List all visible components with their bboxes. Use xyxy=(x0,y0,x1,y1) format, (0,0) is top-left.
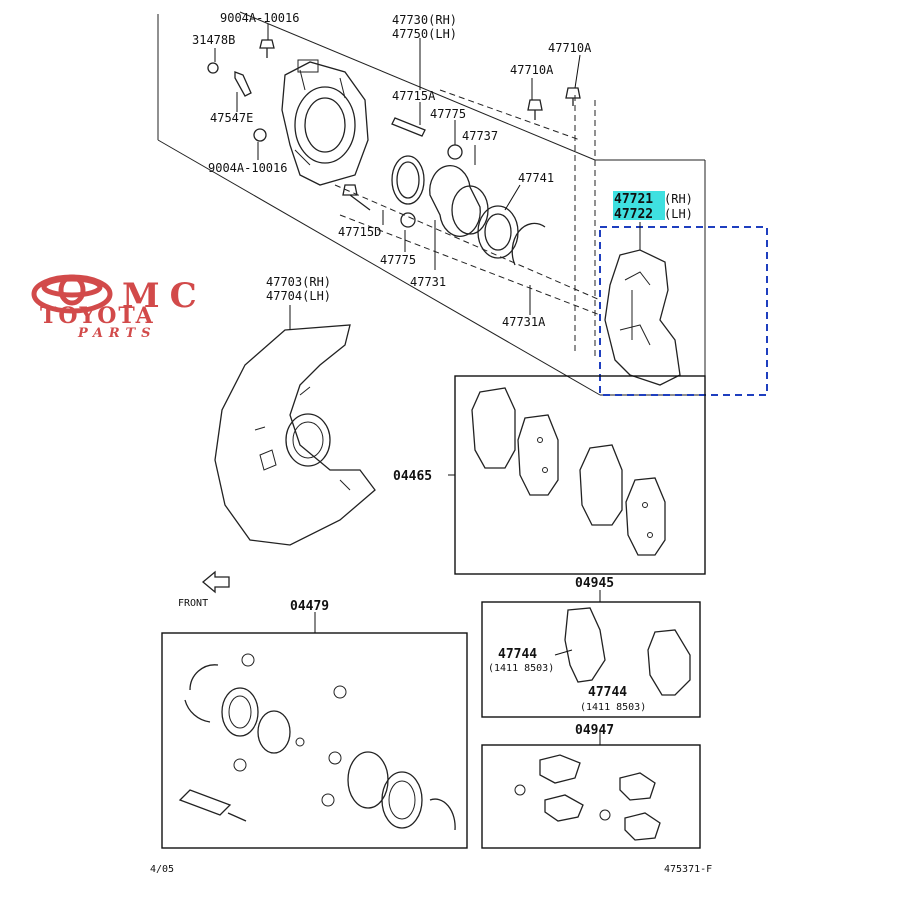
anti-squeal-shims-drawing xyxy=(564,607,691,696)
clip-kit-box xyxy=(481,744,701,849)
pad-clips-drawing xyxy=(514,754,661,841)
leader-lines xyxy=(214,24,641,745)
logo-brand-text: TOYOTA xyxy=(40,303,155,329)
label-47775-top: 47775 xyxy=(430,107,466,121)
label-date: 4/05 xyxy=(150,864,174,875)
label-47721-rh: (RH) xyxy=(664,192,693,206)
label-figure-number: 475371-F xyxy=(664,864,712,875)
label-04945: 04945 xyxy=(575,576,614,591)
label-47744-1-sub: (1411 8503) xyxy=(488,663,554,674)
caliper-body-drawing xyxy=(281,59,369,186)
label-47704-lh: 47704(LH) xyxy=(266,289,331,303)
piston-and-seals-drawing xyxy=(391,155,546,266)
label-04465: 04465 xyxy=(393,469,432,484)
brake-pads-drawing xyxy=(471,387,666,556)
shim-kit-box xyxy=(481,601,701,718)
label-47737: 47737 xyxy=(462,129,498,143)
caliper-bracket-drawing xyxy=(604,249,681,386)
label-47721: 47721 xyxy=(614,192,653,207)
part-labels: 9004A-10016 31478B 47547E 9004A-10016 47… xyxy=(150,11,712,875)
label-31478b: 31478B xyxy=(192,33,235,47)
label-04479: 04479 xyxy=(290,599,329,614)
label-front: FRONT xyxy=(178,598,208,609)
label-47744-2-sub: (1411 8503) xyxy=(580,702,646,713)
label-47722-lh: (LH) xyxy=(664,207,693,221)
caliper-bolts-drawing xyxy=(207,39,581,228)
toyota-emblem-icon xyxy=(31,274,113,314)
part-number-highlight xyxy=(613,191,665,220)
label-47744-2: 47744 xyxy=(588,685,627,700)
label-47715a: 47715A xyxy=(392,89,436,103)
label-47730-rh: 47730(RH) xyxy=(392,13,457,27)
label-47731a: 47731A xyxy=(502,315,546,329)
logo-sub-text: PARTS xyxy=(77,326,157,341)
label-47547e: 47547E xyxy=(210,111,253,125)
label-47775-bottom: 47775 xyxy=(380,253,416,267)
label-9004a-10016-bottom: 9004A-10016 xyxy=(208,161,287,175)
assembly-guide-lines xyxy=(334,89,601,360)
toyota-mc-parts-logo: MC TOYOTA PARTS xyxy=(31,274,207,341)
dust-shield-drawing xyxy=(214,324,376,546)
label-47703-rh: 47703(RH) xyxy=(266,275,331,289)
label-47715d: 47715D xyxy=(338,225,381,239)
label-47710a-2: 47710A xyxy=(548,41,592,55)
seal-kit-drawing xyxy=(178,653,456,831)
label-47741: 47741 xyxy=(518,171,554,185)
label-47744-1: 47744 xyxy=(498,647,537,662)
label-9004a-10016-top: 9004A-10016 xyxy=(220,11,299,25)
caliper-assembly-frame xyxy=(157,11,706,396)
front-arrow-icon xyxy=(201,570,230,594)
label-47731: 47731 xyxy=(410,275,446,289)
logo-mc-text: MC xyxy=(122,276,207,316)
label-04947: 04947 xyxy=(575,723,614,738)
label-47750-lh: 47750(LH) xyxy=(392,27,457,41)
label-47722: 47722 xyxy=(614,207,653,222)
label-47710a-1: 47710A xyxy=(510,63,554,77)
